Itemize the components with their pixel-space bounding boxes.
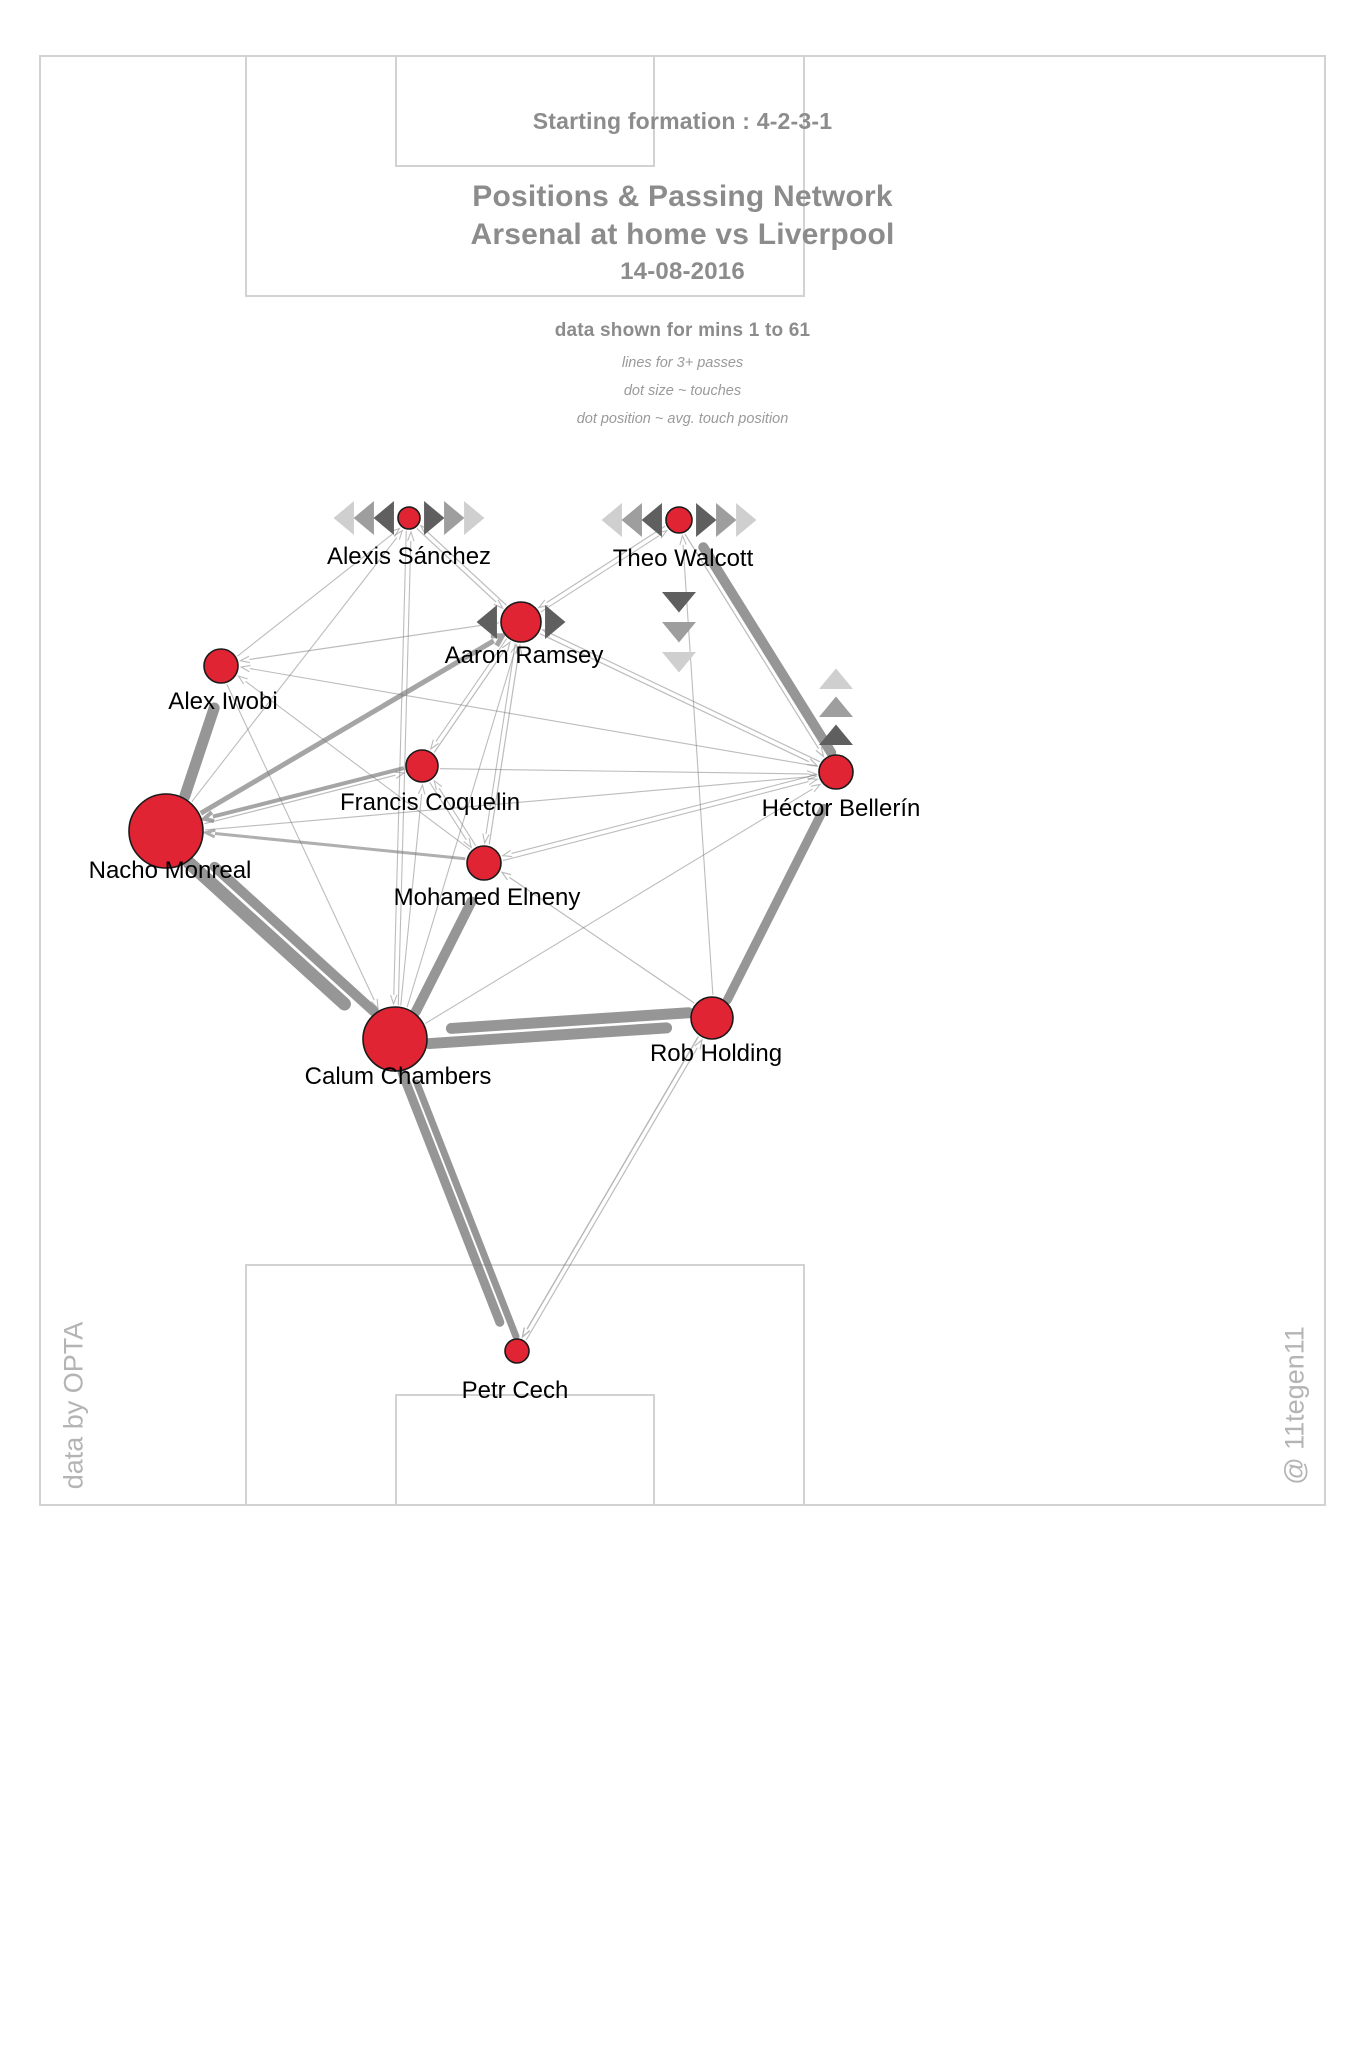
player-label-sanchez: Alexis Sánchez [326,543,492,570]
player-label-ramsey: Aaron Ramsey [444,642,604,669]
data-source-credit: data by OPTA [58,1321,89,1490]
player-nodes [128,506,854,1364]
author-credit: @ 11tegen11 [1279,1326,1310,1485]
player-node-coquelin[interactable] [405,749,439,783]
player-label-monreal: Nacho Monreal [88,857,252,884]
page-title-line1: Positions & Passing Network [472,180,893,213]
page-title-line2: Arsenal at home vs Liverpool [470,218,895,251]
player-node-bellerin[interactable] [818,754,854,790]
player-label-walcott: Theo Walcott [612,545,754,572]
player-node-ramsey[interactable] [500,601,542,643]
player-node-monreal[interactable] [128,793,204,869]
player-node-elneny[interactable] [466,845,502,881]
legend-note-lines: lines for 3+ passes [621,355,744,371]
player-node-holding[interactable] [690,996,734,1040]
player-label-coquelin: Francis Coquelin [339,789,521,816]
player-label-holding: Rob Holding [649,1040,783,1067]
direction-markers [333,501,853,745]
player-node-iwobi[interactable] [203,648,239,684]
player-label-bellerin: Héctor Bellerín [761,795,921,822]
player-label-elneny: Mohamed Elneny [393,884,581,911]
player-label-cech: Petr Cech [461,1377,569,1404]
match-date: 14-08-2016 [620,258,745,285]
player-label-chambers: Calum Chambers [304,1063,492,1090]
legend-note-dot-size: dot size ~ touches [623,383,742,399]
player-node-walcott[interactable] [665,506,693,534]
pass-edges [179,524,837,1341]
formation-label: Starting formation : 4-2-3-1 [532,108,833,134]
player-node-sanchez[interactable] [397,506,421,530]
pitch-outline [39,55,1326,1506]
player-node-cech[interactable] [504,1338,530,1364]
player-node-chambers[interactable] [362,1006,428,1072]
player-label-iwobi: Alex Iwobi [168,688,278,715]
legend-note-dot-position: dot position ~ avg. touch position [576,411,789,427]
minutes-range-label: data shown for mins 1 to 61 [554,320,811,341]
